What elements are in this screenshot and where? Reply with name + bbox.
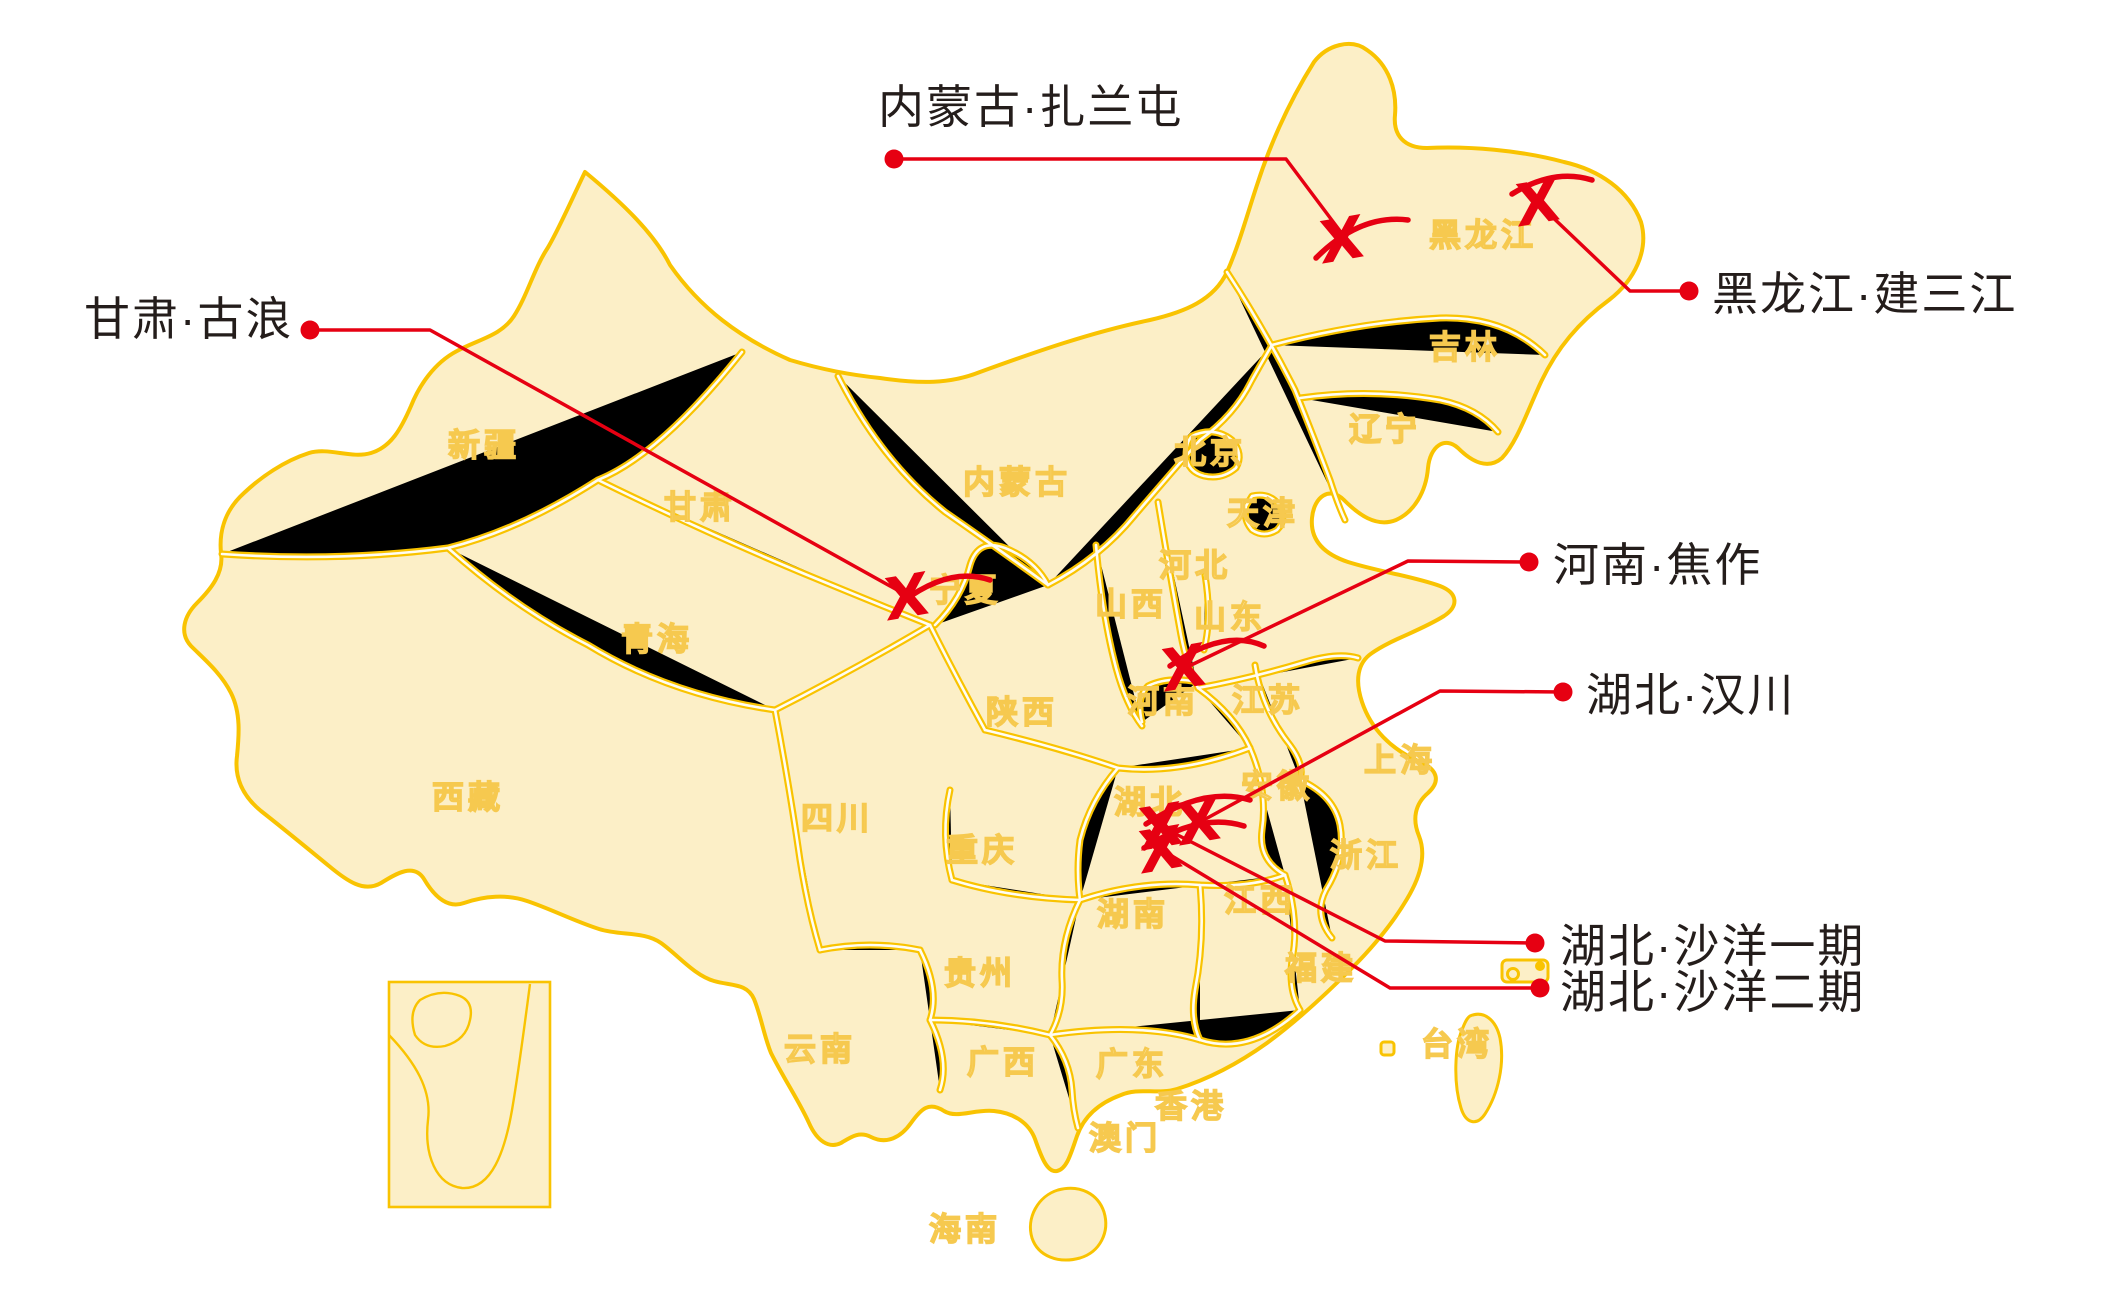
province-label-shanxi: 山西 xyxy=(1094,585,1168,622)
province-label-hubei: 湖北 xyxy=(1113,783,1187,820)
province-label-liaoning: 辽宁 xyxy=(1348,410,1422,447)
location-label-zhalantun: 内蒙古·扎兰屯 xyxy=(878,81,1184,133)
province-borders xyxy=(222,272,1545,1128)
marker-swoosh-zhalantun xyxy=(1313,216,1411,261)
taiwan-islet xyxy=(1379,1040,1396,1057)
callout-line-jiansanjiang xyxy=(1543,208,1691,293)
province-label-hainan: 海南 xyxy=(928,1210,1002,1247)
marker-swoosh-jiaozuo xyxy=(1167,637,1267,669)
inset-south-china-sea-box xyxy=(387,980,552,1209)
province-label-guangxi: 广西 xyxy=(966,1043,1040,1080)
province-label-shanghai: 上海 xyxy=(1363,741,1437,778)
province-label-aomen: 澳门 xyxy=(1088,1119,1162,1156)
province-label-tianjin: 天津 xyxy=(1226,494,1300,531)
marker-x-gulang: X xyxy=(882,559,931,635)
province-label-zhejiang: 浙江 xyxy=(1329,836,1403,873)
location-label-jiansanjiang: 黑龙江·建三江 xyxy=(1712,268,2018,320)
location-label-hanchuan: 湖北·汉川 xyxy=(1586,669,1796,721)
province-label-beijing: 北京 xyxy=(1173,433,1247,470)
province-label-xianggang: 香港 xyxy=(1154,1087,1228,1124)
hainan-island xyxy=(1029,1186,1108,1262)
province-label-fujian: 福建 xyxy=(1284,949,1358,986)
callout-dot-hanchuan xyxy=(1553,682,1573,702)
marker-x-zhalantun: X xyxy=(1317,202,1366,278)
callout-dot-gulang xyxy=(300,320,320,340)
province-label-xizang: 西藏 xyxy=(431,778,505,815)
islets-icon xyxy=(1500,958,1550,984)
marker-x-shayang2: X xyxy=(1136,812,1185,888)
province-label-sichuan: 四川 xyxy=(800,799,874,836)
marker-swoosh-shayang2 xyxy=(1141,819,1247,851)
china-outline xyxy=(182,42,1646,1174)
callout-line-zhalantun xyxy=(892,157,1345,237)
province-label-qinghai: 青海 xyxy=(620,620,694,657)
callout-dot-shayang1 xyxy=(1525,933,1545,953)
province-label-hebei: 河北 xyxy=(1158,546,1232,583)
location-label-gulang: 甘肃·古浪 xyxy=(84,293,294,345)
province-label-shaanxi: 陕西 xyxy=(985,693,1059,730)
province-label-heilongjiang: 黑龙江 xyxy=(1428,216,1538,253)
callout-dot-jiansanjiang xyxy=(1679,281,1699,301)
province-label-jiangxi: 江西 xyxy=(1223,881,1297,918)
callout-dot-jiaozuo xyxy=(1519,552,1539,572)
callout-dot-shayang2 xyxy=(1530,978,1550,998)
location-label-shayang2: 湖北·沙洋二期 xyxy=(1560,966,1866,1018)
province-label-shandong: 山东 xyxy=(1193,598,1267,635)
province-label-gansu: 甘肃 xyxy=(663,488,737,525)
callout-line-gulang xyxy=(308,328,910,598)
province-label-taiwan: 台湾 xyxy=(1420,1025,1494,1062)
province-label-jiangsu: 江苏 xyxy=(1231,681,1305,718)
province-label-neimenggu: 内蒙古 xyxy=(962,463,1072,500)
province-label-guangdong: 广东 xyxy=(1095,1045,1169,1082)
province-label-xinjiang: 新疆 xyxy=(447,426,521,463)
province-label-anhui: 安徽 xyxy=(1240,767,1314,804)
province-label-yunnan: 云南 xyxy=(783,1030,857,1067)
marker-swoosh-jiansanjiang xyxy=(1509,173,1595,197)
province-label-henan: 河南 xyxy=(1126,682,1200,719)
province-label-chongqing: 重庆 xyxy=(945,831,1019,868)
province-label-ningxia: 宁夏 xyxy=(928,571,1002,608)
location-label-shayang1: 湖北·沙洋一期 xyxy=(1560,920,1866,972)
location-label-jiaozuo: 河南·焦作 xyxy=(1553,539,1763,591)
province-label-guizhou: 贵州 xyxy=(943,954,1017,991)
province-label-jilin: 吉林 xyxy=(1428,328,1502,365)
province-label-hunan: 湖南 xyxy=(1096,895,1170,932)
callout-dot-zhalantun xyxy=(884,149,904,169)
